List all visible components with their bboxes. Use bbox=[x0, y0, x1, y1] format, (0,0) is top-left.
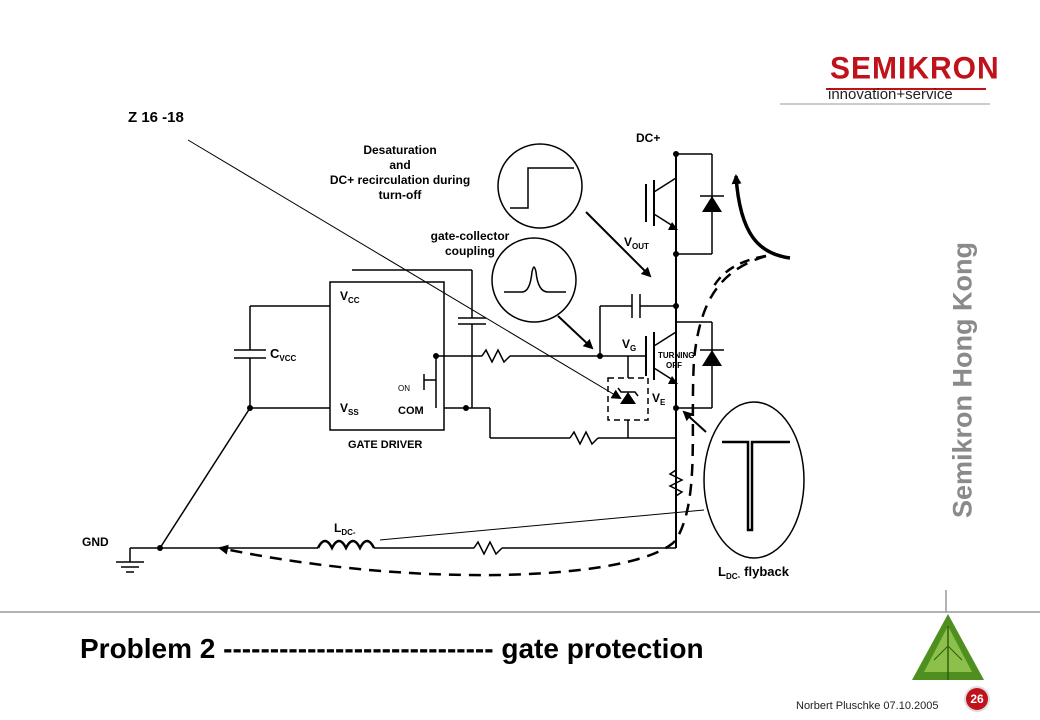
callout-ref: Z 16 -18 bbox=[128, 109, 184, 126]
gnd-diagonal-wire bbox=[159, 407, 251, 549]
cvcc-label: CVCC bbox=[270, 346, 297, 363]
vout-label: VOUT bbox=[624, 235, 649, 251]
emitter-resistor bbox=[569, 430, 599, 446]
ldc-flyback-label: LDC-flyback bbox=[718, 564, 790, 581]
coupling-arrow bbox=[557, 315, 594, 350]
sense-resistor bbox=[668, 469, 684, 497]
dc-plus-label: DC+ bbox=[636, 131, 660, 145]
desat-arrow bbox=[585, 211, 652, 278]
ldc-label: LDC- bbox=[334, 521, 356, 537]
gate-driver-label: GATE DRIVER bbox=[348, 439, 422, 451]
flyback-waveform-icon bbox=[703, 401, 805, 559]
vcc-label: VCC bbox=[340, 289, 360, 305]
dashed-return-path bbox=[218, 254, 767, 577]
turning-label: TURNING bbox=[658, 351, 694, 360]
logo-underline bbox=[826, 88, 986, 90]
dashed-upper-path bbox=[710, 254, 767, 291]
slide-title: Problem 2 ----------------------------- … bbox=[80, 633, 704, 664]
brand-vertical: Semikron Hong Kong bbox=[938, 200, 988, 560]
step-waveform-icon bbox=[497, 143, 583, 229]
desat-line-1: Desaturation bbox=[363, 143, 436, 157]
footer-author-date: Norbert Pluschke 07.10.2005 bbox=[796, 700, 939, 712]
desat-line-2: and bbox=[389, 158, 410, 172]
zener-callout-line bbox=[187, 139, 622, 400]
ldc-pointer-line bbox=[379, 509, 705, 541]
gate-resistor bbox=[481, 348, 511, 364]
spike-waveform-icon bbox=[491, 237, 577, 323]
brand-vertical-text: Semikron Hong Kong bbox=[947, 242, 978, 518]
vss-label: VSS bbox=[340, 401, 359, 417]
off-label: OFF bbox=[666, 361, 682, 370]
com-label: COM bbox=[398, 405, 424, 417]
recirculation-path bbox=[731, 174, 791, 260]
vg-label: VG bbox=[622, 337, 636, 353]
coupling-line-2: coupling bbox=[445, 244, 495, 258]
semikron-logo: SEMIKRON innovation+service bbox=[826, 51, 999, 104]
logo-word: SEMIKRON bbox=[830, 51, 1000, 86]
upper-igbt-icon bbox=[645, 177, 678, 230]
page-number-badge: 26 bbox=[966, 688, 988, 710]
lower-diode-icon bbox=[702, 350, 722, 366]
coupling-line-1: gate-collector bbox=[431, 229, 510, 243]
gnd-label: GND bbox=[82, 535, 109, 549]
bottom-resistor bbox=[473, 540, 503, 556]
ve-label: VE bbox=[652, 391, 666, 407]
desat-line-3: DC+ recirculation during bbox=[330, 173, 470, 187]
logo-tagline: innovation+service bbox=[828, 86, 953, 103]
ldc-inductor bbox=[316, 539, 376, 551]
lower-igbt-icon bbox=[645, 331, 678, 384]
tree-logo-icon bbox=[912, 614, 984, 680]
zener-diode-icon bbox=[620, 392, 636, 404]
ground-icon bbox=[116, 548, 144, 573]
flyback-arrow bbox=[682, 410, 707, 433]
upper-diode-icon bbox=[702, 196, 722, 212]
on-label: ON bbox=[398, 384, 410, 393]
desat-line-4: turn-off bbox=[379, 188, 423, 202]
